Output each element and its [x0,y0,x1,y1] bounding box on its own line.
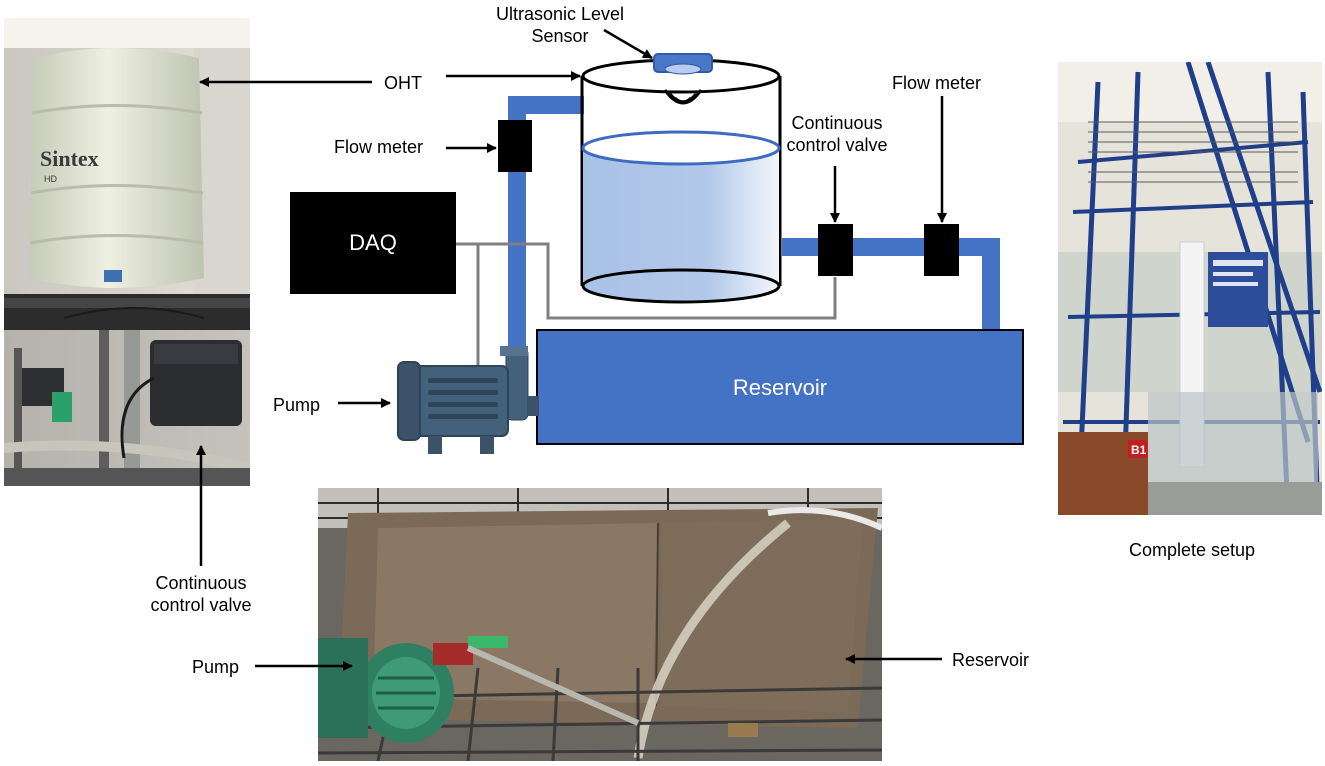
tank-water [583,148,779,302]
reservoir-box [536,329,1024,445]
flow-meter-right-label: Flow meter [892,73,982,93]
wire-daq-valve [455,242,837,320]
signal-wires [455,242,837,365]
pipe-down-to-reservoir [982,238,1000,334]
ultrasonic-sensor-label: Ultrasonic Level Sensor [495,4,625,46]
tank-brand-text: Sintex [40,146,99,171]
sonar-waves-icon [663,89,703,105]
flow-meter-right-icon [924,224,959,276]
pump-reservoir-photo [318,488,882,761]
tank-model-text: HD [44,174,57,184]
setup-tag-text: B1 [1131,443,1147,457]
oht-tank-photo: Sintex HD [4,18,250,486]
reservoir-box-label: Reservoir [732,375,828,400]
water-surface [581,130,781,166]
arrow-sensor [603,28,653,60]
control-valve-icon [818,224,853,276]
control-valve-top-label: Continuous control valve [786,113,888,155]
flow-meter-left-icon [498,120,532,172]
daq-box [290,192,456,294]
callout-arrows [196,28,947,671]
pump-diagram-label: Pump [273,395,321,415]
complete-setup-photo: B1 [1058,62,1322,515]
oht-tank [580,53,782,304]
pump-photo-label: Pump [192,657,240,677]
pump-icon [397,346,539,454]
control-valve-photo-label: Continuous control valve [150,573,252,615]
wire-daq-pump [455,242,480,365]
pipe-top [508,96,584,114]
daq-label: DAQ [349,230,397,255]
pipe-outlet [782,238,1000,256]
oht-label: OHT [384,73,422,93]
flow-meter-left-label: Flow meter [334,137,424,157]
reservoir-photo-label: Reservoir [952,650,1030,670]
complete-setup-caption: Complete setup [1129,540,1256,560]
